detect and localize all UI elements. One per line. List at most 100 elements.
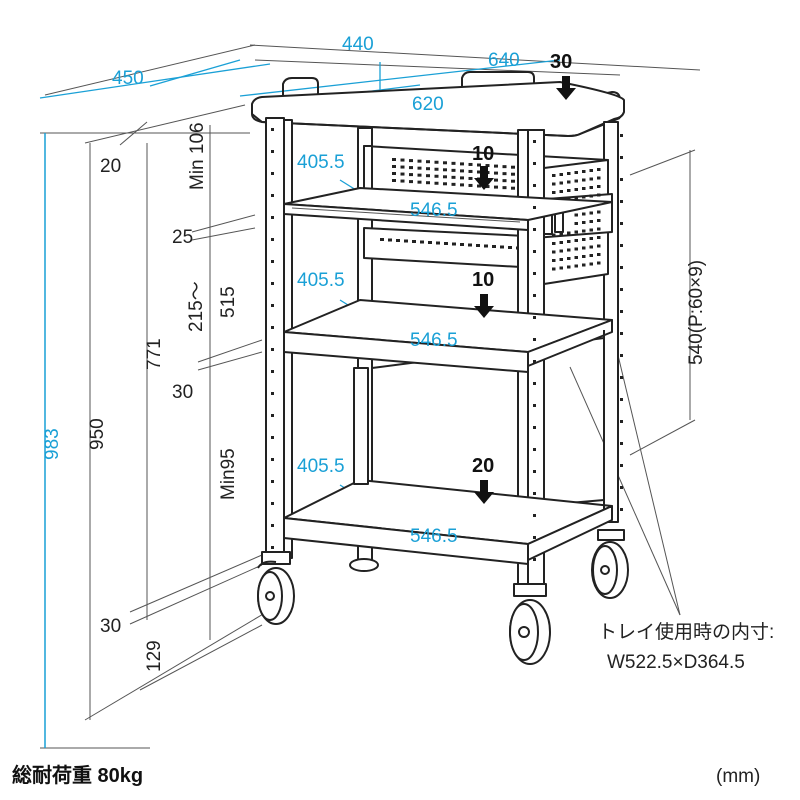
post-hole xyxy=(271,238,274,241)
perforation-hole xyxy=(567,189,571,192)
dimension-labels: 450 440 640 620 30 405.5 546.5 10 405.5 … xyxy=(12,34,774,787)
perforation-hole xyxy=(589,194,593,198)
shelf-2-width: 546.5 xyxy=(410,330,458,351)
perforation-hole xyxy=(552,191,556,194)
perforation-hole xyxy=(559,232,563,236)
perforation-hole xyxy=(567,231,571,235)
perforation-hole xyxy=(574,264,578,268)
perforation-hole xyxy=(552,233,556,237)
perforation-hole xyxy=(451,168,456,172)
post-hole xyxy=(620,486,623,489)
perforation-hole xyxy=(380,238,384,241)
left-handle xyxy=(282,77,319,105)
post-hole xyxy=(620,134,623,137)
perforation-hole xyxy=(574,256,578,259)
shelf-1 xyxy=(283,187,613,231)
perforation-hole xyxy=(485,185,490,189)
perforation-hole xyxy=(597,219,601,222)
post-hole xyxy=(271,304,274,307)
perforation-hole xyxy=(434,174,439,178)
perforation-hole xyxy=(392,158,396,161)
perforation-hole xyxy=(597,193,601,197)
perforation-hole xyxy=(477,184,481,188)
perforation-hole xyxy=(451,175,456,179)
perforation-hole xyxy=(574,239,578,242)
min95-label: Min95 xyxy=(218,448,239,500)
perforation-hole xyxy=(574,213,578,217)
post-hole xyxy=(271,326,274,329)
perforation-hole xyxy=(436,241,440,245)
perforation-hole xyxy=(597,185,601,188)
perforation-hole xyxy=(468,169,473,173)
perforation-hole xyxy=(589,245,593,249)
post-hole xyxy=(533,514,536,517)
tray-note-line2: W522.5×D364.5 xyxy=(607,652,745,673)
perforation-hole xyxy=(552,259,556,262)
perforation-hole xyxy=(400,165,405,169)
perforation-hole xyxy=(460,176,464,180)
post-hole xyxy=(533,470,536,473)
width-outer-label: 640 xyxy=(488,50,520,71)
shelf-1-load-arrow xyxy=(474,166,494,190)
post-hole xyxy=(271,414,274,417)
post-hole xyxy=(620,244,623,247)
front-left-post xyxy=(265,117,285,559)
perforation-hole xyxy=(502,165,507,169)
rear-handle xyxy=(461,71,535,92)
perforation-hole xyxy=(468,162,473,166)
shelf-1-depth: 405.5 xyxy=(297,152,345,173)
caster-front-left xyxy=(257,551,295,625)
perforation-hole xyxy=(589,211,593,215)
post-hole xyxy=(620,376,623,379)
post-hole xyxy=(533,184,536,187)
perforation-hole xyxy=(559,258,563,261)
perforation-hole xyxy=(559,181,563,185)
perforation-hole xyxy=(567,265,571,269)
post-holes xyxy=(271,128,623,561)
post-hole xyxy=(533,536,536,539)
perforation-hole xyxy=(417,166,422,170)
perforation-hole xyxy=(574,179,578,183)
perforation-hole xyxy=(460,183,464,187)
post-hole xyxy=(271,370,274,373)
height-950-label: 950 xyxy=(87,418,108,450)
perforation-hole xyxy=(574,188,578,191)
perforation-hole xyxy=(494,178,498,182)
post-hole xyxy=(271,392,274,395)
perforation-hole xyxy=(597,227,601,231)
perforation-hole xyxy=(582,178,586,182)
perforation-hole xyxy=(582,221,586,224)
perforation-hole xyxy=(502,186,507,190)
perforation-hole xyxy=(582,238,586,241)
shelf-3-width: 546.5 xyxy=(410,526,458,547)
perforation-hole xyxy=(582,229,586,233)
post-hole xyxy=(620,266,623,269)
perforation-hole xyxy=(426,174,430,178)
perforation-hole xyxy=(460,162,464,166)
perforation-hole xyxy=(444,242,448,245)
perforation-hole xyxy=(443,168,447,172)
perforation-hole xyxy=(567,257,571,260)
post-hole xyxy=(533,294,536,297)
perforation-hole xyxy=(451,161,456,165)
post-hole xyxy=(620,332,623,335)
shelf-thickness-label: 25 xyxy=(172,227,193,248)
top-thickness-label: 20 xyxy=(100,156,121,177)
perforation-hole xyxy=(589,254,593,257)
perforation-hole xyxy=(574,230,578,234)
perforation-hole xyxy=(500,245,504,249)
post-hole xyxy=(533,558,536,561)
perforation-hole xyxy=(434,181,439,185)
post-hole xyxy=(620,354,623,357)
post-hole xyxy=(271,216,274,219)
perforation-hole xyxy=(552,174,556,177)
perforation-hole xyxy=(567,172,571,175)
perforation-hole xyxy=(574,196,578,200)
perforation-hole xyxy=(511,165,515,169)
post-hole xyxy=(533,228,536,231)
post-hole xyxy=(533,316,536,319)
perforation-hole xyxy=(589,237,593,240)
perforation-hole xyxy=(589,186,593,189)
post-hole xyxy=(533,426,536,429)
top-load-arrow xyxy=(556,76,576,100)
